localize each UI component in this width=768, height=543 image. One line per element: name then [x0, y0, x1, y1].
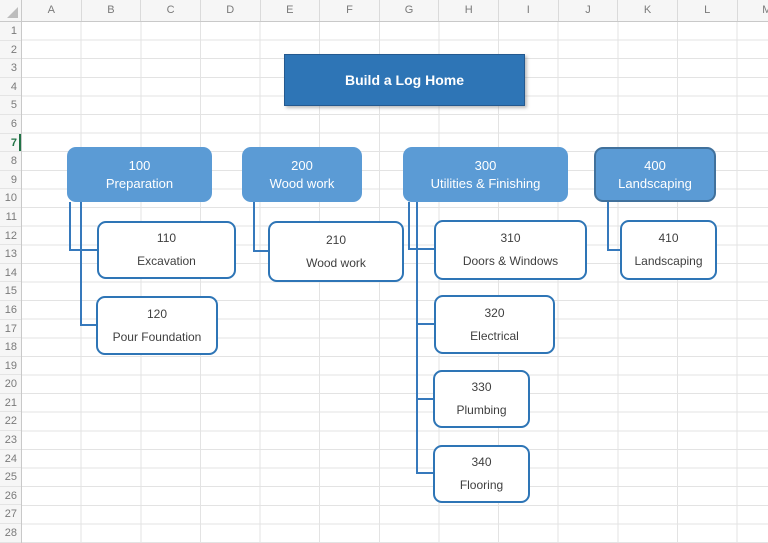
row-header-27[interactable]: 27 [0, 505, 21, 525]
node-label: Excavation [137, 254, 196, 268]
row-header-4[interactable]: 4 [0, 78, 21, 97]
node-label: Landscaping [618, 175, 692, 191]
wbs-node-120[interactable]: 120 Pour Foundation [96, 296, 218, 355]
row-header-23[interactable]: 23 [0, 431, 21, 450]
column-header-G[interactable]: G [380, 0, 440, 21]
row-header-8[interactable]: 8 [0, 152, 21, 171]
node-code: 200 [291, 157, 313, 173]
node-label: Utilities & Finishing [430, 175, 541, 191]
row-header-10[interactable]: 10 [0, 189, 21, 208]
column-header-C[interactable]: C [141, 0, 201, 21]
column-header-F[interactable]: F [320, 0, 380, 21]
node-code: 410 [658, 231, 679, 245]
select-all-triangle-icon [7, 7, 18, 18]
row-header-18[interactable]: 18 [0, 338, 21, 357]
row-header-19[interactable]: 19 [0, 357, 21, 376]
column-header-L[interactable]: L [678, 0, 738, 21]
wbs-node-340[interactable]: 340 Flooring [433, 445, 530, 503]
node-label: Pour Foundation [112, 329, 202, 344]
wbs-node-210[interactable]: 210 Wood work [268, 221, 404, 282]
column-header-A[interactable]: A [22, 0, 82, 21]
row-header-20[interactable]: 20 [0, 375, 21, 394]
column-header-H[interactable]: H [439, 0, 499, 21]
column-headers: ABCDEFGHIJKLM [22, 0, 768, 22]
node-code: 340 [471, 455, 492, 469]
row-header-28[interactable]: 28 [0, 524, 21, 543]
wbs-node-410[interactable]: 410 Landscaping [620, 220, 717, 280]
column-header-E[interactable]: E [261, 0, 321, 21]
connector-300-340-stub[interactable] [416, 472, 433, 474]
select-all-corner[interactable] [0, 0, 22, 22]
row-header-25[interactable]: 25 [0, 468, 21, 487]
wbs-node-330[interactable]: 330 Plumbing [433, 370, 530, 428]
row-header-15[interactable]: 15 [0, 282, 21, 301]
row-header-24[interactable]: 24 [0, 450, 21, 469]
row-header-9[interactable]: 9 [0, 171, 21, 190]
node-label: Doors & Windows [462, 254, 559, 268]
wbs-title-box[interactable]: Build a Log Home [284, 54, 525, 106]
row-header-16[interactable]: 16 [0, 301, 21, 320]
row-header-1[interactable]: 1 [0, 22, 21, 41]
connector-300-330-stub[interactable] [416, 398, 433, 400]
row-header-3[interactable]: 3 [0, 59, 21, 78]
sheet-grid[interactable] [22, 22, 768, 543]
connector-300-trunk[interactable] [416, 202, 418, 474]
row-header-2[interactable]: 2 [0, 41, 21, 60]
column-header-M[interactable]: M [738, 0, 768, 21]
row-header-12[interactable]: 12 [0, 227, 21, 246]
row-header-5[interactable]: 5 [0, 96, 21, 115]
node-code: 120 [146, 306, 168, 321]
connector-300-320-stub[interactable] [416, 323, 434, 325]
connector-400-410-drop[interactable] [607, 202, 609, 250]
row-header-13[interactable]: 13 [0, 245, 21, 264]
row-header-22[interactable]: 22 [0, 412, 21, 432]
node-code: 300 [474, 157, 497, 173]
connector-100-120-stub[interactable] [80, 324, 96, 326]
connector-400-410-stub[interactable] [607, 249, 620, 251]
connector-200-210-drop[interactable] [253, 202, 255, 252]
node-code: 400 [644, 157, 666, 173]
node-label: Preparation [105, 175, 174, 191]
connector-300-310-drop[interactable] [408, 202, 410, 250]
node-code: 310 [500, 231, 521, 245]
row-header-17[interactable]: 17 [0, 320, 21, 339]
node-label: Electrical [470, 328, 519, 343]
wbs-node-100[interactable]: 100 Preparation [67, 147, 212, 202]
connector-100-110-stub[interactable] [69, 249, 97, 251]
connector-200-210-stub[interactable] [253, 250, 268, 252]
row-header-26[interactable]: 26 [0, 487, 21, 506]
node-code: 330 [471, 380, 492, 394]
wbs-title-text: Build a Log Home [345, 72, 464, 88]
node-label: Plumbing [456, 403, 507, 417]
row-header-11[interactable]: 11 [0, 208, 21, 227]
wbs-node-310[interactable]: 310 Doors & Windows [434, 220, 587, 280]
connector-300-310-stub[interactable] [408, 248, 434, 250]
wbs-node-200[interactable]: 200 Wood work [242, 147, 362, 202]
node-code: 210 [325, 232, 347, 247]
node-code: 320 [484, 305, 505, 320]
wbs-node-110[interactable]: 110 Excavation [97, 221, 236, 279]
wbs-node-320[interactable]: 320 Electrical [434, 295, 555, 354]
column-header-D[interactable]: D [201, 0, 261, 21]
row-header-21[interactable]: 21 [0, 394, 21, 413]
node-code: 100 [128, 157, 151, 173]
connector-100-110-drop[interactable] [69, 202, 71, 250]
wbs-node-400[interactable]: 400 Landscaping [594, 147, 716, 202]
row-header-14[interactable]: 14 [0, 264, 21, 283]
column-header-K[interactable]: K [618, 0, 678, 21]
node-label: Landscaping [634, 254, 703, 268]
column-header-B[interactable]: B [82, 0, 142, 21]
column-header-J[interactable]: J [559, 0, 619, 21]
node-label: Flooring [459, 478, 504, 492]
row-header-6[interactable]: 6 [0, 115, 21, 134]
wbs-node-300[interactable]: 300 Utilities & Finishing [403, 147, 568, 202]
node-label: Wood work [269, 175, 335, 191]
node-label: Wood work [306, 255, 366, 270]
row-header-7[interactable]: 7 [0, 134, 21, 153]
connector-100-120-drop[interactable] [80, 202, 82, 326]
column-header-I[interactable]: I [499, 0, 559, 21]
node-code: 110 [156, 231, 177, 245]
